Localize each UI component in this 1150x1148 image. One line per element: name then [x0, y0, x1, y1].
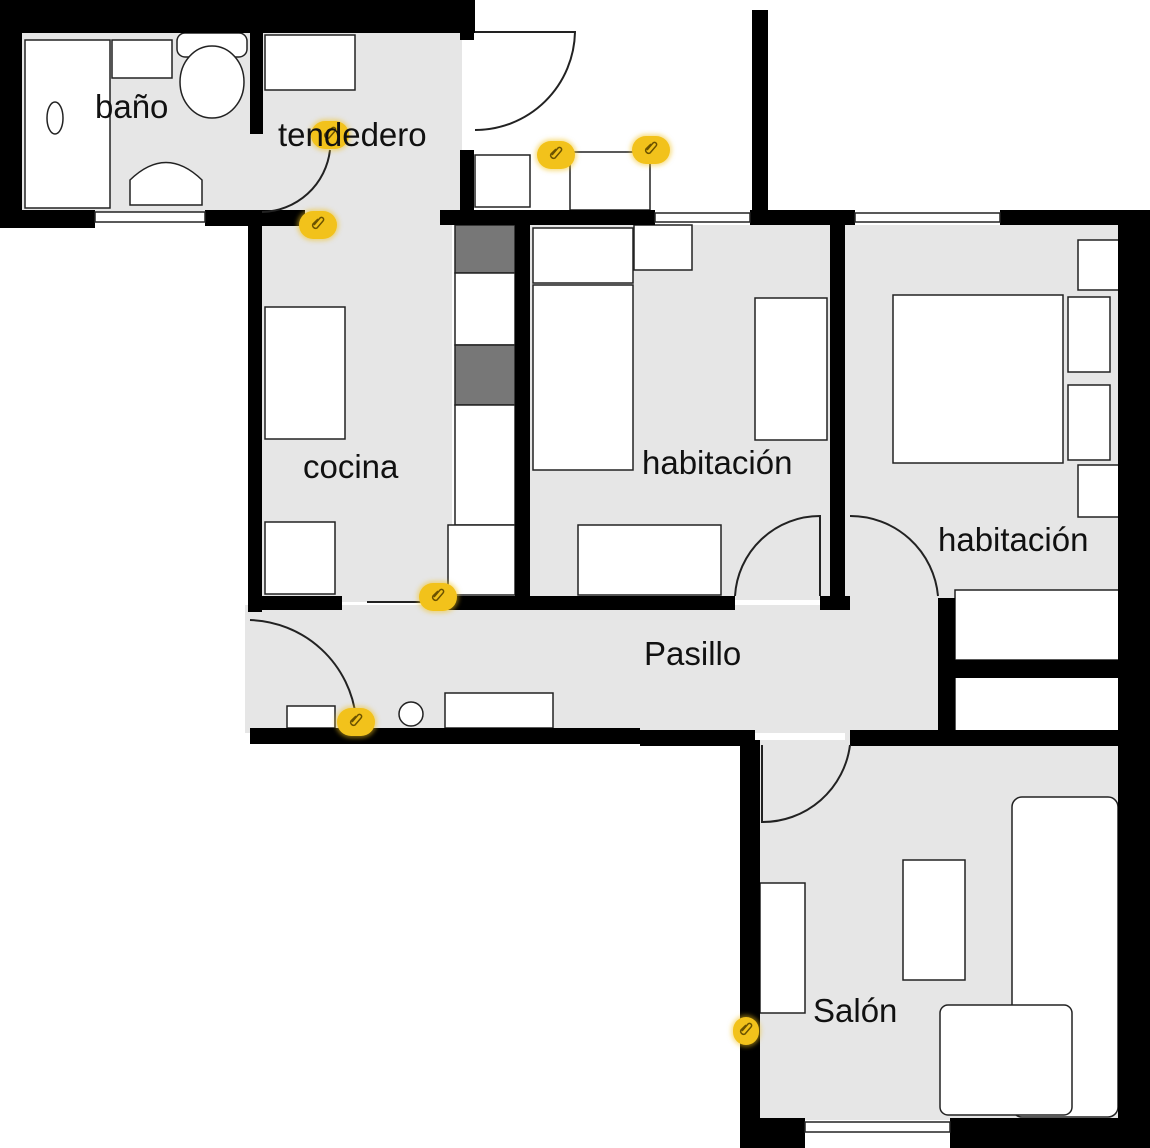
room-label-pasillo: Pasillo	[644, 635, 742, 672]
shower-drain	[46, 101, 64, 135]
hall-cabinet	[286, 705, 336, 729]
marker-pin[interactable]	[419, 583, 457, 611]
fridge	[264, 521, 336, 595]
paperclip-icon	[643, 140, 659, 161]
sofa-chaise	[939, 1004, 1073, 1116]
counter	[454, 224, 516, 274]
entrance-door	[249, 619, 357, 719]
terrace-sink	[569, 151, 651, 211]
habitacion-2-door	[849, 514, 939, 597]
marker-pin[interactable]	[733, 1017, 759, 1045]
room-label-bano: baño	[95, 88, 169, 125]
terrace-cabinet	[474, 154, 531, 208]
room-label-habitacion-1: habitación	[642, 444, 793, 481]
coffee-table	[902, 859, 966, 981]
sink-double	[454, 404, 516, 526]
dresser	[577, 524, 722, 596]
salon-door	[761, 744, 851, 824]
pillow	[1067, 296, 1111, 373]
wardrobe	[954, 589, 1121, 661]
washbasin	[129, 161, 203, 206]
double-bed	[892, 294, 1064, 464]
headboard	[532, 227, 634, 284]
nightstand	[633, 224, 693, 271]
room-label-tendedero: tendedero	[278, 116, 427, 153]
single-bed	[532, 284, 634, 471]
tv-unit	[759, 882, 806, 1014]
paperclip-icon	[322, 125, 338, 146]
room-label-salon: Salón	[813, 992, 898, 1029]
windows	[94, 211, 1001, 1133]
paperclip-icon	[310, 215, 326, 236]
bano-door	[261, 149, 331, 213]
kitchen-table	[264, 306, 346, 440]
terrace-door	[474, 31, 577, 131]
tendedero-cabinet	[264, 34, 356, 91]
washing-machine	[447, 524, 516, 596]
heater	[398, 701, 424, 727]
marker-pin[interactable]	[537, 141, 575, 169]
paperclip-icon	[738, 1021, 754, 1042]
toilet-bowl	[179, 45, 245, 119]
pillow	[1067, 384, 1111, 461]
nightstand	[1077, 239, 1121, 291]
paperclip-icon	[548, 145, 564, 166]
bath-cabinet	[111, 39, 173, 79]
desk	[754, 297, 828, 441]
marker-pin[interactable]	[311, 121, 349, 149]
doors	[249, 31, 939, 824]
paperclip-icon	[430, 587, 446, 608]
paperclip-icon	[348, 712, 364, 733]
marker-pin[interactable]	[299, 211, 337, 239]
shoe-rack	[444, 692, 554, 729]
room-label-cocina: cocina	[303, 448, 399, 485]
oven	[454, 272, 516, 346]
shower	[24, 39, 111, 209]
habitacion-1-door	[734, 514, 821, 597]
marker-pin[interactable]	[632, 136, 670, 164]
room-label-habitacion-2: habitación	[938, 521, 1089, 558]
nightstand	[1077, 464, 1121, 518]
marker-pin[interactable]	[337, 708, 375, 736]
counter	[454, 344, 516, 406]
